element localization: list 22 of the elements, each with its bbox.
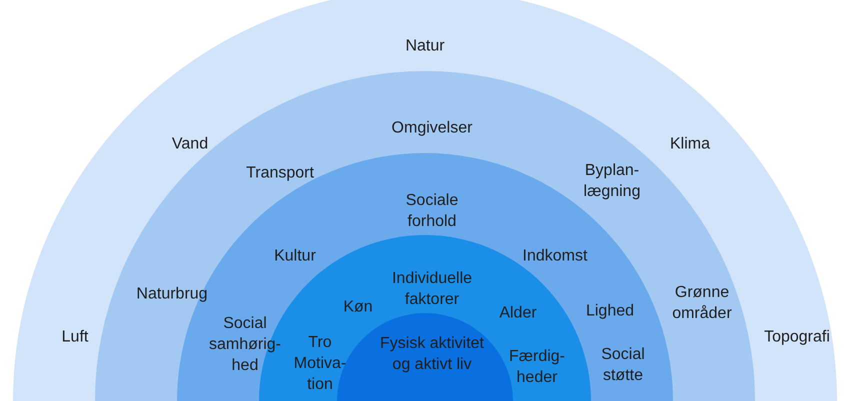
factor-label: Indkomst (522, 246, 588, 267)
factor-label: Køn (342, 298, 374, 318)
factor-label: Byplan-lægning (582, 161, 642, 202)
factor-label: Social samhørig-hed (208, 314, 282, 376)
factor-label: Luft (60, 328, 90, 348)
band-heading: Omgivelser (390, 118, 474, 139)
factor-label: Topografi (763, 328, 831, 348)
factor-label: Naturbrug (135, 284, 209, 305)
factor-label: Vand (170, 134, 210, 155)
factor-label: Transport (245, 164, 315, 184)
factor-label: Alder (498, 304, 538, 324)
factor-label: Grønne områder (671, 283, 733, 324)
factor-label: Færdig-heder (508, 347, 566, 388)
factor-label: Social støtte (600, 345, 646, 386)
band-heading: Individuelle faktorer (390, 269, 474, 310)
factor-label: Tro Motiva-tion (292, 332, 348, 394)
factor-label: Kultur (273, 246, 317, 267)
band-heading: Natur (404, 36, 446, 57)
factor-label: Klima (668, 134, 711, 155)
band-heading: Sociale forhold (404, 191, 460, 232)
factor-label: Lighed (584, 302, 636, 322)
band-heading: Fysisk aktivitet og aktivt liv (378, 334, 485, 375)
